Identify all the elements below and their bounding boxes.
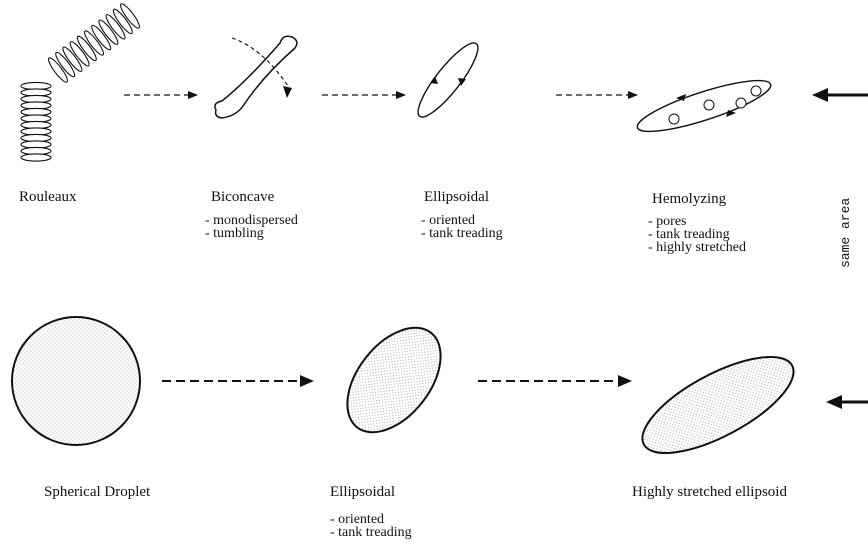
stage-label-spherical-droplet: Spherical Droplet <box>44 485 150 500</box>
droplet-circle-icon <box>12 317 140 445</box>
stage-label-hemolyzing: Hemolyzing <box>652 192 726 207</box>
stage-label-ellipsoidal-top: Ellipsoidal <box>424 190 489 205</box>
stage-notes-biconcave: - monodispersed - tumbling <box>205 214 298 240</box>
droplet-ellipse-icon <box>329 311 460 450</box>
rouleaux-disc <box>21 154 51 161</box>
dashed-arrow-icon <box>162 375 314 387</box>
dashed-arrow-icon <box>556 91 638 99</box>
stage-label-biconcave: Biconcave <box>211 190 274 205</box>
dashed-arrow-icon <box>322 91 406 99</box>
rouleaux-stack-icon <box>21 2 142 161</box>
same-area-note: same area <box>838 168 853 268</box>
note-line: - tank treading <box>421 227 503 240</box>
note-line: - tank treading <box>330 526 412 539</box>
stage-label-ellipsoidal-bottom: Ellipsoidal <box>330 485 395 500</box>
solid-arrow-icon <box>826 395 868 409</box>
stage-label-rouleaux: Rouleaux <box>19 190 77 205</box>
dashed-arrow-icon <box>478 375 632 387</box>
stage-notes-hemolyzing: - pores - tank treading - highly stretch… <box>648 215 746 254</box>
note-line: - tumbling <box>205 227 298 240</box>
note-line: - highly stretched <box>648 241 746 254</box>
dashed-arrow-icon <box>124 91 198 99</box>
ellipsoid-outline-icon <box>410 36 486 123</box>
hemolyzing-cell-icon <box>633 71 775 141</box>
stretched-droplet-icon <box>629 338 806 472</box>
biconcave-cell-icon <box>215 36 297 118</box>
solid-arrow-icon <box>812 88 868 102</box>
stage-label-highly-stretched: Highly stretched ellipsoid <box>632 485 787 500</box>
stage-notes-ellipsoidal-bottom: - oriented - tank treading <box>330 513 412 539</box>
stage-notes-ellipsoidal-top: - oriented - tank treading <box>421 214 503 240</box>
